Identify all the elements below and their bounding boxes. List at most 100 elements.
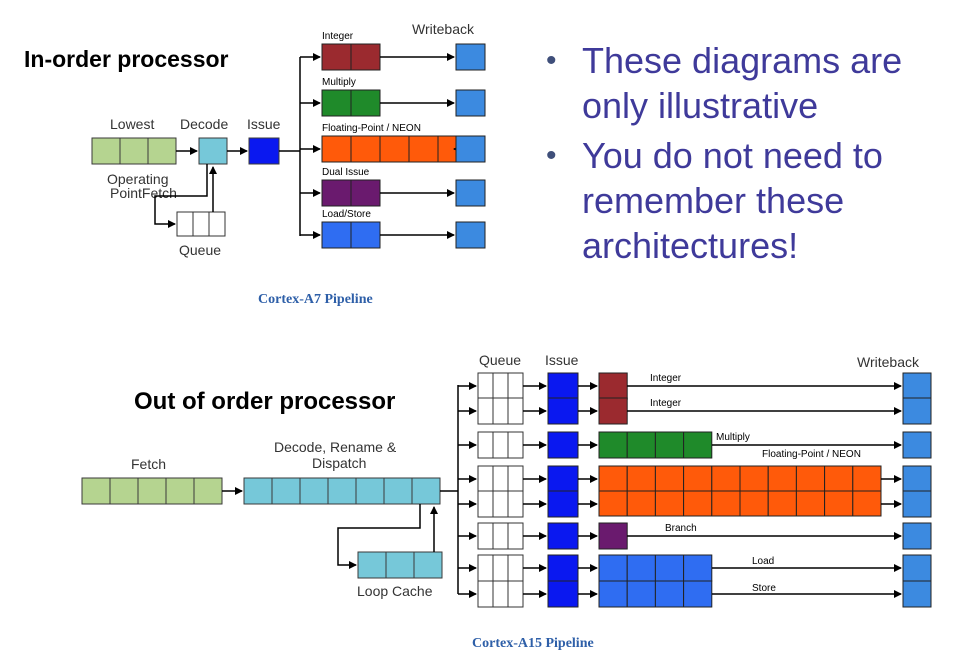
a7-writeback-box — [455, 221, 486, 249]
a15-pipe-cell — [598, 522, 628, 550]
bullet-item: • You do not need to remember these archi… — [540, 133, 950, 268]
a15-queue-cell — [492, 372, 509, 400]
a15-issue-box — [547, 554, 579, 582]
a15-writeback-box — [902, 580, 932, 608]
a15-pipe-cell — [683, 580, 713, 608]
a15-writeback-box — [902, 397, 932, 425]
a15-pipe-label: Store — [752, 583, 776, 594]
bullet-item: • These diagrams are only illustrative — [540, 38, 950, 128]
bullet-dot-icon: • — [546, 44, 557, 77]
a7-queue — [176, 211, 226, 237]
bullet-list: • These diagrams are only illustrative • Y… — [540, 38, 950, 273]
a7-pipe-cell — [321, 221, 352, 249]
a15-queue-cell — [477, 554, 494, 582]
a7-pipe-cell — [321, 43, 352, 71]
a15-issue-box — [547, 372, 579, 400]
a15-queue-cell — [492, 431, 509, 459]
a7-pipe: Integer — [300, 31, 486, 71]
a7-pipe-label: Floating-Point / NEON — [322, 123, 421, 134]
a15-pipe-cell — [598, 372, 628, 400]
a7-pipe-label: Integer — [322, 31, 354, 42]
a15-pipe-cell — [598, 554, 628, 582]
a7-pipe-label: Multiply — [322, 77, 356, 88]
a15-queue-cell — [492, 580, 509, 608]
a15-queue-cell — [477, 397, 494, 425]
a15-pipe-cell — [852, 490, 882, 517]
a15-pipe-cell — [654, 554, 685, 582]
a15-queue-cell — [507, 522, 524, 550]
a7-writeback-label: Writeback — [412, 21, 475, 37]
a7-writeback-box — [455, 179, 486, 207]
bullet-text: You do not need to remember these archit… — [582, 135, 883, 266]
a7-fetch-stage — [91, 137, 177, 165]
a7-decode-label: Decode — [180, 116, 228, 132]
a7-pipe: Load/Store — [300, 209, 486, 249]
a7-pipe: Dual Issue — [300, 167, 486, 207]
a15-dispatch-label: Dispatch — [312, 455, 366, 471]
a7-queue-label: Queue — [179, 242, 221, 258]
a15-queue-cell — [492, 465, 509, 493]
bullet-dot-icon: • — [546, 139, 557, 172]
a15-pipe-cell — [626, 580, 656, 608]
a15-pipe-branch: Branch — [598, 522, 902, 550]
a7-pipe-cell — [321, 135, 352, 163]
a15-queue-cell — [507, 580, 524, 608]
a15-queue-cell — [477, 490, 494, 518]
a7-writeback-box — [455, 135, 486, 163]
a15-pipe-cell — [626, 490, 656, 517]
a15-issue-box — [547, 397, 579, 425]
a15-pipe-integer-2: Integer — [598, 397, 902, 425]
bullet-text: These diagrams are only illustrative — [582, 40, 903, 126]
a7-operating-label: Operating — [107, 171, 168, 187]
a15-queue-cell — [507, 431, 524, 459]
a15-pipe-cell — [683, 431, 713, 459]
a15-writeback-label: Writeback — [857, 354, 920, 370]
a15-issue-label: Issue — [545, 352, 579, 368]
a15-queue-cell — [507, 372, 524, 400]
a15-decode-label: Decode, Rename & — [274, 439, 397, 455]
a15-writeback-box — [902, 465, 932, 493]
a7-pipe-cell — [321, 89, 352, 117]
a7-pipe-cell — [350, 221, 381, 249]
a7-pipe-cell — [408, 135, 439, 163]
a15-pipe-cell — [795, 490, 826, 517]
a15-writeback-box — [902, 490, 932, 518]
a15-caption: Cortex-A15 Pipeline — [472, 636, 594, 651]
a15-queue-cell — [477, 580, 494, 608]
a15-issue-box — [547, 465, 579, 493]
a7-pipe-cell — [350, 135, 381, 163]
a15-writeback-box — [902, 372, 932, 400]
a15-pipe-label: Integer — [650, 373, 682, 384]
a15-queue-cell — [507, 554, 524, 582]
a15-queue-cell — [477, 431, 494, 459]
a15-pipe-cell — [598, 490, 628, 517]
a15-pipe-multiply: Multiply — [598, 431, 902, 459]
a15-writeback-box — [902, 431, 932, 459]
a15-row — [458, 397, 932, 425]
a15-decode-stage — [243, 477, 441, 505]
a15-pipe-cell — [626, 554, 656, 582]
a15-queue-cell — [492, 490, 509, 518]
a15-pipe-cell — [598, 431, 628, 459]
a7-pipe-label: Dual Issue — [322, 167, 370, 178]
inorder-title: In-order processor — [24, 46, 229, 72]
a15-issue-box — [547, 431, 579, 459]
a15-loopcache-label: Loop Cache — [357, 583, 433, 599]
a15-row — [458, 431, 932, 459]
a15-row — [458, 580, 932, 608]
a15-pipe-cell — [654, 465, 685, 492]
a15-pipe-label: Branch — [665, 523, 697, 534]
a15-pipe-cell — [626, 465, 656, 492]
a15-queue-cell — [477, 522, 494, 550]
a15-pipe-floating-point: Floating-Point / NEON — [598, 449, 902, 517]
a15-pipe-cell — [767, 490, 797, 517]
a15-queue-cell — [507, 397, 524, 425]
a7-lowest-label: Lowest — [110, 116, 154, 132]
a15-queue-cell — [492, 397, 509, 425]
a15-pipe-cell — [739, 490, 769, 517]
a15-queue-cell — [507, 465, 524, 493]
a7-caption: Cortex-A7 Pipeline — [258, 292, 373, 307]
a15-pipe-cell — [598, 465, 628, 492]
a7-pipe: Multiply — [300, 77, 486, 117]
a15-queue-cell — [507, 490, 524, 518]
